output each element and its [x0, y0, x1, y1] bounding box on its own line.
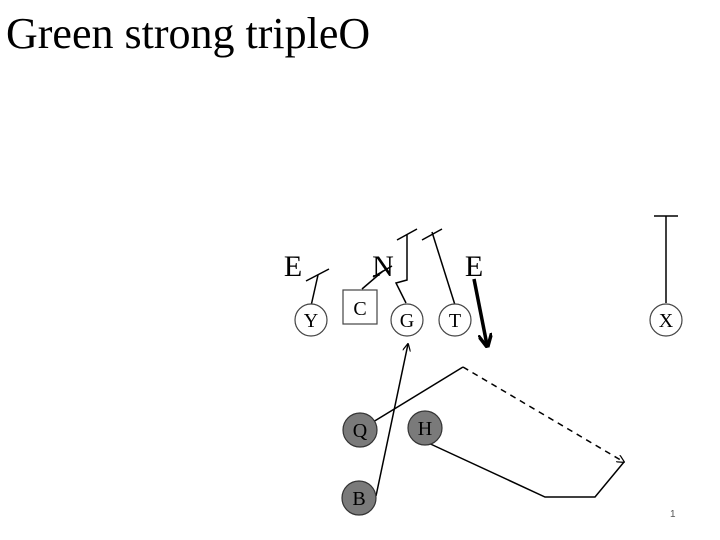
player-b-label: B [352, 488, 365, 510]
player-t: T [438, 303, 472, 337]
player-y: Y [294, 303, 328, 337]
read-arrow [472, 278, 487, 345]
player-h: H [407, 410, 443, 446]
player-x-label: X [659, 310, 674, 332]
player-y-label: Y [304, 310, 318, 332]
q-route [372, 366, 464, 423]
b-route [375, 344, 408, 497]
h-route [423, 440, 625, 498]
defender-left-end: E [284, 250, 302, 283]
c-block-tee [372, 265, 393, 278]
page-number: 1 [670, 509, 676, 520]
player-g-label: G [400, 310, 414, 332]
g-block-tee [396, 228, 418, 241]
player-t-label: T [449, 310, 461, 332]
t-block-tee [421, 228, 443, 241]
center-player: C [342, 289, 378, 325]
t-block-line [431, 231, 456, 306]
player-x: X [649, 303, 683, 337]
player-q-label: Q [353, 420, 368, 442]
pitch-path [462, 366, 624, 462]
player-b: B [341, 480, 377, 516]
blocking-assignments [305, 215, 678, 307]
defender-right-end: E [465, 250, 483, 283]
y-block-tee [305, 268, 330, 282]
y-block-line [310, 274, 319, 307]
player-h-label: H [418, 418, 432, 440]
player-g: G [390, 303, 424, 337]
slide-title: Green strong tripleO [6, 9, 371, 58]
g-block-route [394, 235, 408, 304]
player-q: Q [342, 412, 378, 448]
center-label: C [353, 298, 366, 320]
